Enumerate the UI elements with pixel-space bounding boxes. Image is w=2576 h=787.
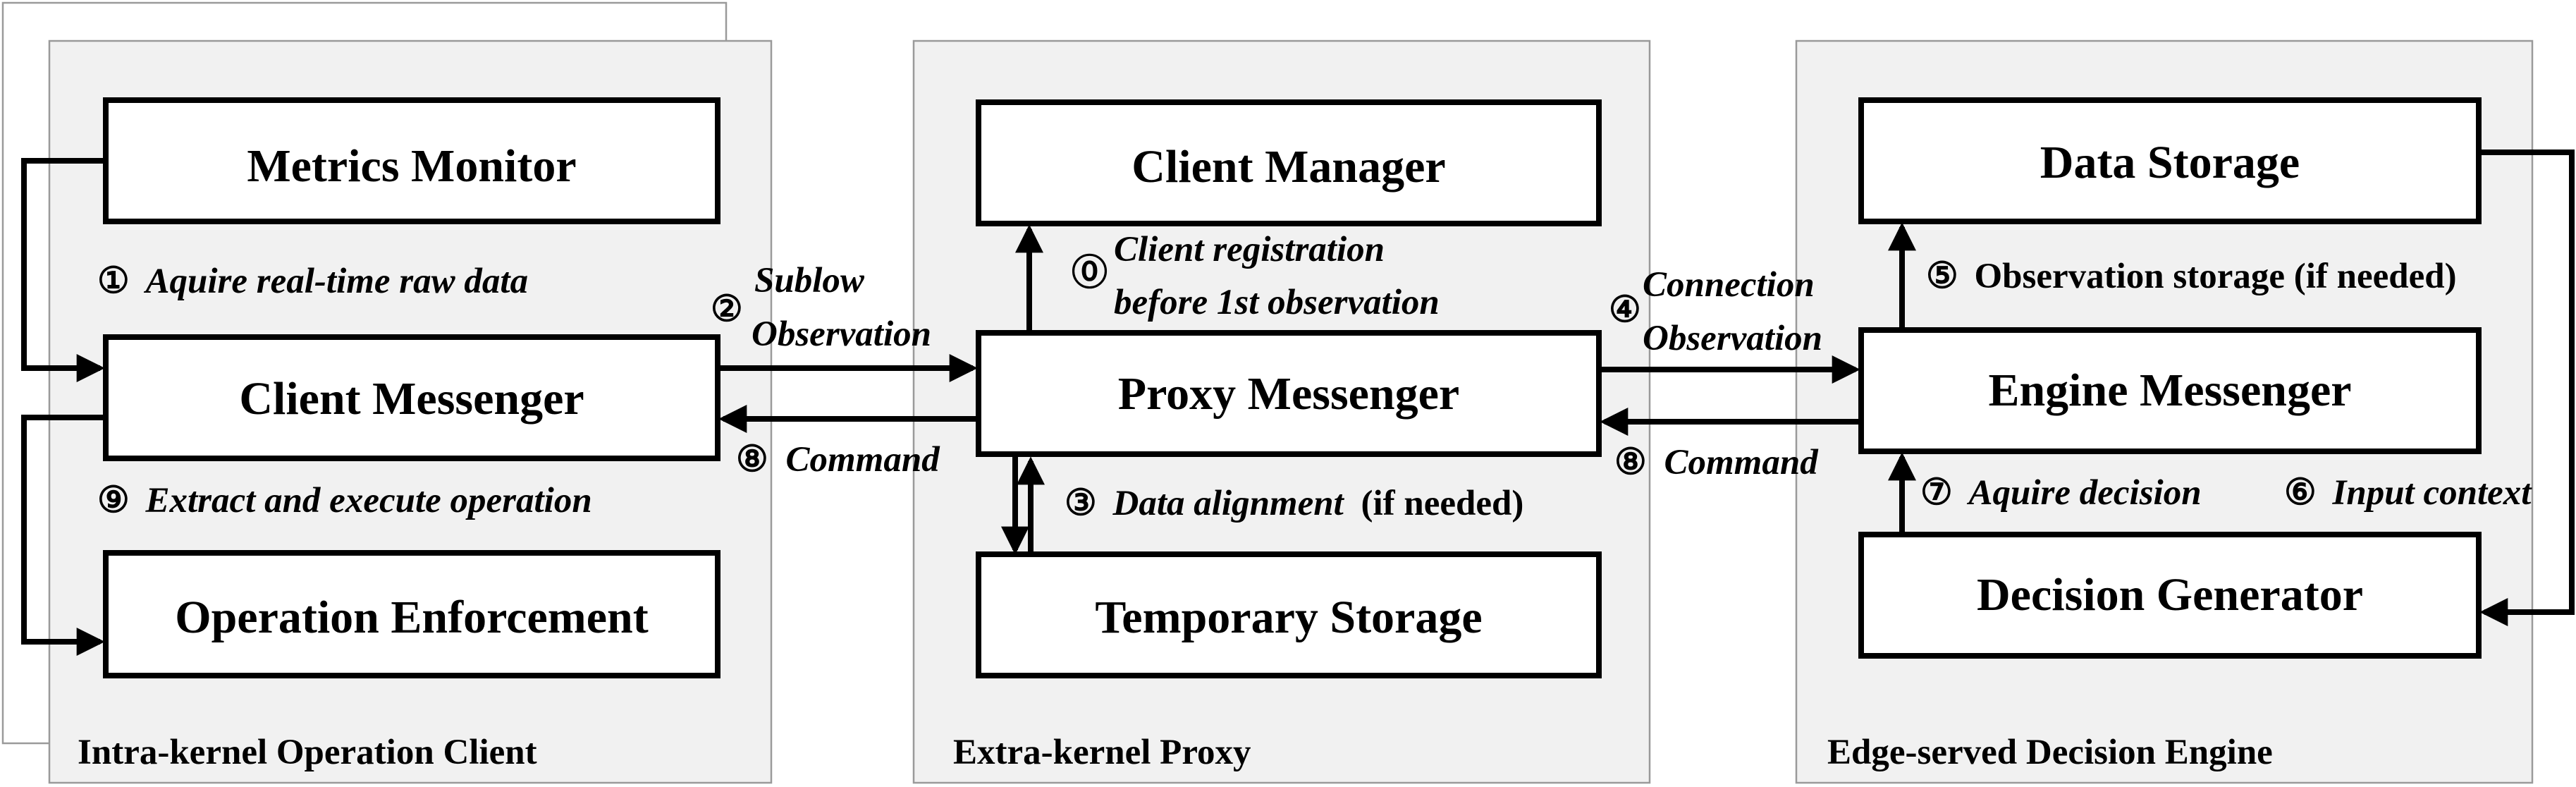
step0-line2: before 1st observation	[1114, 283, 1440, 322]
metrics-monitor-box	[103, 97, 720, 224]
operation-enforcement-label: Operation Enforcement	[175, 592, 649, 643]
temporary-storage-box	[976, 551, 1602, 678]
client-manager-box	[976, 99, 1602, 226]
step8-left-number: ⑧	[736, 440, 768, 480]
step7-annotation: ⑦ Aquire decision	[1920, 473, 2202, 513]
proxy-panel-label: Extra-kernel Proxy	[953, 733, 1251, 772]
step2-line1: Sublow	[754, 261, 865, 300]
step9-number: ⑨	[97, 481, 130, 520]
step4-line2: Observation	[1643, 319, 1822, 358]
step9-annotation: ⑨ Extract and execute operation	[97, 481, 592, 520]
step0-line1: Client registration	[1114, 230, 1385, 269]
step1-annotation: ① Aquire real-time raw data	[97, 262, 528, 301]
client-messenger-label: Client Messenger	[239, 373, 584, 425]
step0-number: ⓪	[1072, 253, 1108, 293]
step8-right-number: ⑧	[1614, 443, 1647, 482]
step5-text: Observation storage (if needed)	[1974, 257, 2456, 296]
client-messenger-box	[103, 334, 720, 461]
step6-annotation: ⑥ Input context	[2284, 473, 2532, 513]
operation-enforcement-box	[103, 550, 720, 678]
step7-number: ⑦	[1920, 473, 1953, 513]
step2-annotation: ②	[711, 290, 743, 329]
temporary-storage-label: Temporary Storage	[1095, 592, 1482, 643]
step6-number: ⑥	[2284, 473, 2317, 513]
arrow-input-context	[2479, 150, 2575, 626]
step5-annotation: ⑤ Observation storage (if needed)	[1926, 257, 2457, 296]
step1-number: ①	[97, 262, 130, 301]
step2-line2: Observation	[752, 315, 931, 354]
engine-messenger-label: Engine Messenger	[1988, 365, 2351, 416]
step8-right-text: Command	[1664, 443, 1819, 482]
client-panel-label: Intra-kernel Operation Client	[78, 733, 537, 772]
step3-text-italic: Data alignment	[1112, 484, 1344, 523]
step7-text: Aquire decision	[1966, 473, 2201, 513]
metrics-monitor-label: Metrics Monitor	[247, 140, 576, 192]
step4-number: ④	[1609, 291, 1641, 330]
data-storage-label: Data Storage	[2040, 137, 2300, 188]
decision-generator-label: Decision Generator	[1977, 569, 2363, 621]
proxy-messenger-label: Proxy Messenger	[1118, 368, 1459, 420]
step1-text: Aquire real-time raw data	[143, 262, 528, 301]
step8-right-annotation: ⑧ Command	[1614, 443, 1819, 482]
step6-text: Input context	[2331, 473, 2532, 513]
client-manager-label: Client Manager	[1131, 141, 1445, 193]
proxy-messenger-box	[976, 330, 1602, 457]
step3-text-plain: (if needed)	[1361, 484, 1524, 523]
step9-text: Extract and execute operation	[145, 481, 591, 520]
step3-number: ③	[1065, 484, 1097, 523]
arrow-metrics-to-client-messenger	[21, 158, 106, 382]
step4-line1: Connection	[1643, 265, 1815, 305]
decision-generator-box	[1858, 532, 2482, 659]
step5-number: ⑤	[1926, 257, 1958, 296]
engine-panel-label: Edge-served Decision Engine	[1827, 733, 2273, 772]
engine-messenger-box	[1858, 327, 2482, 454]
data-storage-box	[1858, 97, 2482, 224]
step2-number: ②	[711, 290, 743, 329]
step8-left-text: Command	[785, 440, 940, 480]
arrow-client-messenger-to-enforcement	[21, 415, 106, 656]
step3-annotation: ③ Data alignment (if needed)	[1065, 484, 1523, 523]
step8-left-annotation: ⑧ Command	[736, 440, 940, 480]
